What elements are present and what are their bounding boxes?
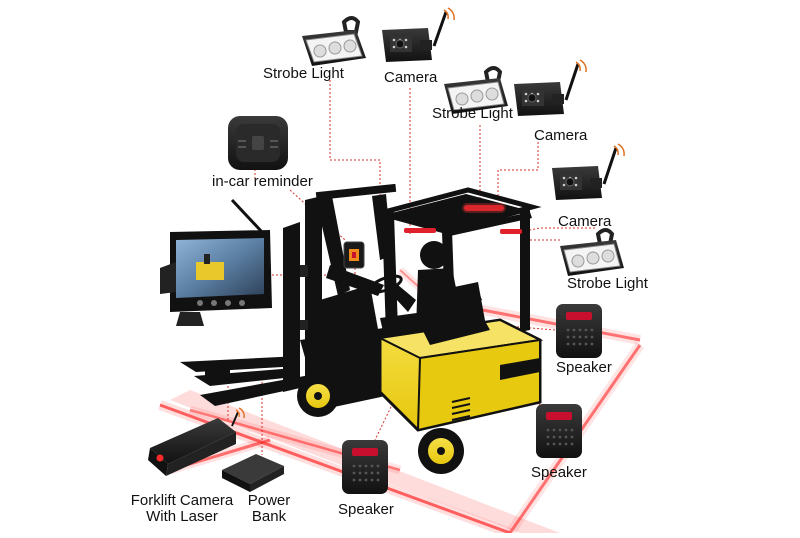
speaker-3-icon: [342, 440, 388, 494]
label-speaker-1: Speaker: [556, 359, 612, 376]
label-forklift-camera: Forklift Camera With Laser: [130, 493, 234, 525]
label-speaker-2: Speaker: [531, 464, 587, 481]
forklift: [180, 183, 544, 474]
label-power-bank-line2: Bank: [251, 508, 287, 525]
label-speaker-3: Speaker: [338, 501, 394, 518]
camera-2-icon: [514, 59, 587, 116]
camera-1-icon: [382, 7, 455, 62]
label-camera-3: Camera: [558, 213, 612, 230]
strobe-light-2-icon: [444, 66, 508, 114]
label-forklift-camera-line1: Forklift Camera: [130, 492, 234, 509]
label-in-car-reminder: in-car reminder: [212, 173, 313, 190]
label-camera-2: Camera: [534, 127, 588, 144]
label-power-bank-line1: Power: [247, 492, 291, 509]
power-bank-icon: [222, 454, 284, 492]
in-car-reminder-icon: [228, 116, 288, 170]
forklift-camera-laser-icon: [148, 407, 245, 476]
monitor-icon: [160, 198, 272, 326]
label-strobe-light-2: Strobe Light: [432, 105, 513, 122]
label-strobe-light-3: Strobe Light: [567, 275, 648, 292]
speaker-2-icon: [536, 404, 582, 458]
label-power-bank: Power Bank: [244, 493, 294, 525]
label-camera-1: Camera: [384, 69, 438, 86]
strobe-light-3-icon: [560, 228, 624, 276]
label-forklift-camera-line2: With Laser: [146, 508, 218, 525]
strobe-light-1-icon: [302, 16, 366, 66]
speaker-1-icon: [556, 304, 602, 358]
label-strobe-light-1: Strobe Light: [263, 65, 344, 82]
camera-3-icon: [552, 143, 625, 200]
